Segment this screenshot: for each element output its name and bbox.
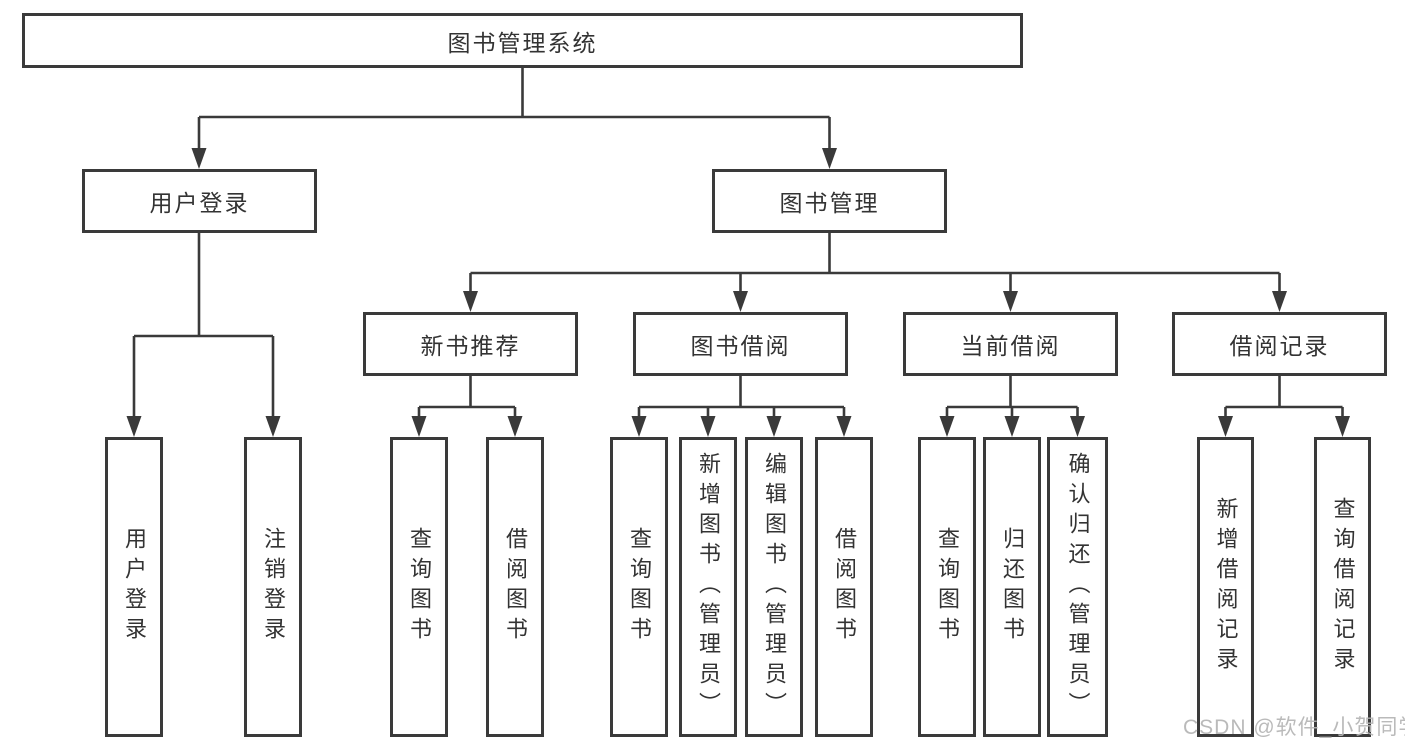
leaf-label: 借阅图书 [832,527,857,647]
group-node-book-borrow: 图书借阅 [633,312,848,376]
leaf-label: 用户登录 [122,527,147,647]
leaf-borrow-query-book: 查询图书 [610,437,668,737]
leaf-records-query-record: 查询借阅记录 [1314,437,1371,737]
group-node-label: 新书推荐 [420,333,521,359]
group-node-new-book-recommend: 新书推荐 [363,312,578,376]
branch-node-label: 图书管理 [779,190,880,216]
leaf-current-query-book: 查询图书 [918,437,976,737]
root-node-system: 图书管理系统 [22,13,1023,68]
leaf-label: 归还图书 [1000,527,1025,647]
arrowhead-icons [126,148,1350,437]
leaf-label: 查询图书 [627,527,652,647]
leaf-current-confirm-return-admin: 确认归还（管理员） [1047,437,1108,737]
leaf-current-return-book: 归还图书 [983,437,1041,737]
leaf-label: 编辑图书（管理员） [762,452,787,722]
leaf-label: 查询借阅记录 [1330,497,1356,677]
leaf-recommend-borrow-book: 借阅图书 [486,437,544,737]
group-node-borrow-records: 借阅记录 [1172,312,1387,376]
branch-node-book-management: 图书管理 [712,169,947,233]
leaf-label: 新增借阅记录 [1213,497,1239,677]
leaf-borrow-borrow-book: 借阅图书 [815,437,873,737]
group-node-current-borrow: 当前借阅 [903,312,1118,376]
group-node-label: 当前借阅 [960,333,1061,359]
leaf-recommend-query-book: 查询图书 [390,437,448,737]
leaf-label: 查询图书 [407,527,432,647]
leaf-borrow-add-book-admin: 新增图书（管理员） [679,437,737,737]
leaf-logout: 注销登录 [244,437,302,737]
leaf-label: 查询图书 [935,527,960,647]
branch-node-label: 用户登录 [149,190,250,216]
watermark: CSDN @软件_小贺同学 [1183,716,1405,739]
leaf-user-login: 用户登录 [105,437,163,737]
leaf-records-add-record: 新增借阅记录 [1197,437,1254,737]
branch-node-user-login: 用户登录 [82,169,317,233]
leaf-label: 注销登录 [261,527,286,647]
leaf-borrow-edit-book-admin: 编辑图书（管理员） [745,437,803,737]
leaf-label: 借阅图书 [503,527,528,647]
leaf-label: 新增图书（管理员） [696,452,721,722]
root-node-label: 图书管理系统 [447,29,598,56]
group-node-label: 图书借阅 [690,333,791,359]
leaf-label: 确认归还（管理员） [1065,452,1091,722]
group-node-label: 借阅记录 [1229,333,1330,359]
